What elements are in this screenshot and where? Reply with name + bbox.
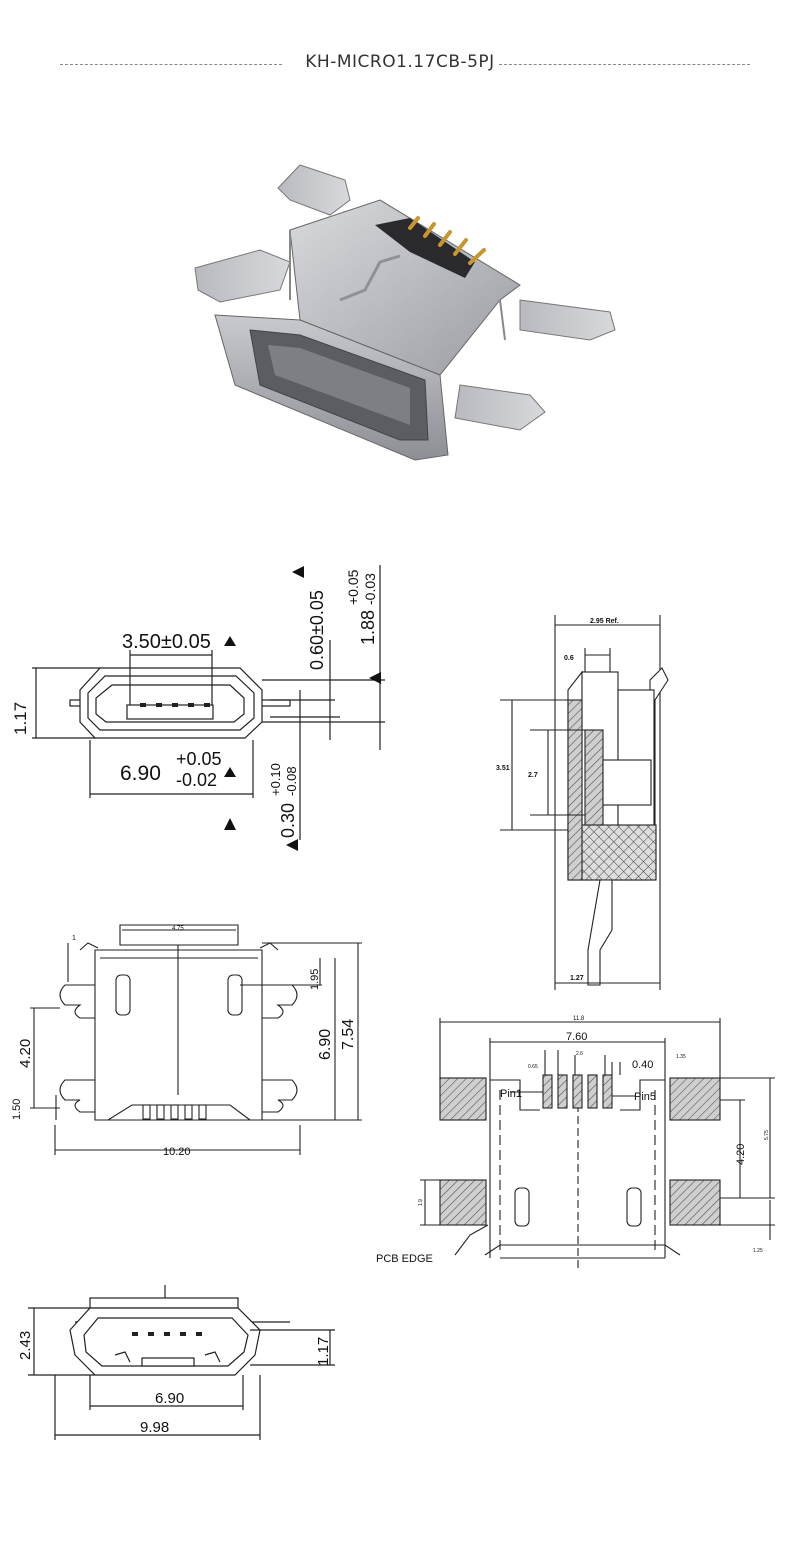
title-rule-left [60, 64, 282, 65]
bottom-view [28, 1285, 335, 1440]
dim-7-60: 7.60 [566, 1031, 587, 1043]
dim-2-43: 2.43 [17, 1331, 34, 1360]
datum-triangle-2 [224, 767, 236, 777]
dim-1-27: 1.27 [570, 975, 584, 982]
datum-triangle-1 [224, 636, 236, 646]
dim-6-90-bottom: 6.90 [155, 1390, 184, 1407]
pcb-layout-labels: 11.8 7.60 0.65 2.6 0.40 1.35 Pin1 Pin5 4… [376, 1016, 770, 1265]
dim-3-51: 3.51 [496, 765, 510, 772]
dim-0-65: 0.65 [528, 1064, 538, 1070]
dim-4-75: 4.75 [172, 926, 184, 932]
dim-1-17: 1.17 [11, 702, 30, 735]
dim-1-17-bottom: 1.17 [315, 1337, 332, 1366]
datum-triangle-4 [292, 566, 304, 578]
dim-0-6: 0.6 [564, 655, 574, 662]
dim-9-98: 9.98 [140, 1419, 169, 1436]
dim-6-90-tol-plus: +0.05 [176, 749, 222, 769]
top-view [30, 924, 362, 1155]
pcb-layout [420, 1018, 775, 1270]
dim-3-50: 3.50±0.05 [122, 631, 211, 653]
side-view [500, 615, 669, 990]
dim-0-30-base: 0.30 [278, 803, 298, 838]
pin5-label: Pin5 [634, 1091, 656, 1103]
front-view [32, 565, 385, 840]
dim-1-9: 1.9 [418, 1199, 424, 1206]
dim-1-35: 1.35 [676, 1054, 686, 1060]
dim-0-30-tol-plus: +0.10 [268, 763, 283, 796]
dim-1-25: 1.25 [753, 1248, 763, 1254]
datum-triangle-5 [369, 672, 381, 684]
dim-2-7: 2.7 [528, 772, 538, 779]
datum-triangle-6 [286, 839, 298, 851]
datum-triangle-3 [224, 818, 236, 830]
front-view-labels: 3.50±0.05 1.17 6.90 +0.05 -0.02 0.60±0.0… [11, 566, 381, 851]
dim-1-88-base: 1.88 [358, 610, 378, 645]
page-title: KH-MICRO1.17CB-5PJ [301, 52, 499, 72]
dim-2-6: 2.6 [576, 1051, 583, 1057]
dim-0-60: 0.60±0.05 [307, 590, 327, 670]
connector-photo [194, 164, 616, 461]
dim-1-50: 1.50 [11, 1099, 23, 1120]
dim-7-54: 7.54 [340, 1019, 357, 1050]
dim-0-40: 0.40 [632, 1059, 653, 1071]
dim-2-95-ref: 2.95 Ref. [590, 618, 619, 625]
dim-1: 1 [72, 935, 76, 942]
dim-1-88-tol-minus: -0.03 [362, 573, 378, 605]
pcb-edge-label: PCB EDGE [376, 1253, 433, 1265]
dim-1-88-tol-plus: +0.05 [345, 569, 361, 605]
dim-1-95: 1.95 [309, 969, 321, 990]
dim-6-90-base: 6.90 [120, 762, 161, 785]
side-view-labels: 2.95 Ref. 0.6 3.51 2.7 1.27 [496, 618, 619, 982]
dim-10-20: 10.20 [163, 1146, 191, 1158]
dim-4-20-pcb: 4.20 [735, 1144, 747, 1165]
page-title-block: KH-MICRO1.17CB-5PJ [0, 52, 800, 72]
dim-6-90-tol-minus: -0.02 [176, 770, 217, 790]
dim-11-8: 11.8 [573, 1016, 585, 1022]
pin1-label: Pin1 [500, 1088, 522, 1100]
dim-0-30-tol-minus: -0.08 [284, 766, 299, 796]
top-view-labels: 4.75 1 1.95 6.90 7.54 4.20 1.50 10.20 [11, 926, 357, 1158]
dim-5-75: 5.75 [764, 1130, 770, 1140]
dim-4-20-top: 4.20 [17, 1039, 34, 1068]
title-rule-right [494, 64, 750, 65]
dim-6-90-top: 6.90 [317, 1029, 334, 1060]
bottom-view-labels: 2.43 1.17 6.90 9.98 [17, 1331, 332, 1436]
